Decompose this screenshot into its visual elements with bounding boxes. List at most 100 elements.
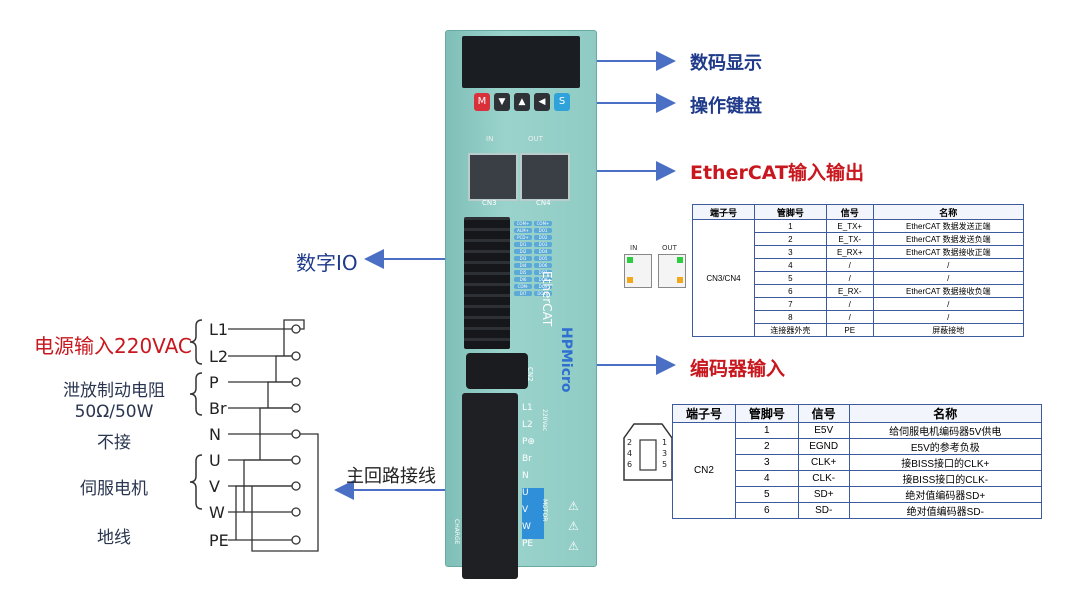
key-left[interactable]: ◀ [534,93,550,111]
port-in-label: IN [486,135,494,143]
table-cell: CLK+ [797,454,850,471]
power-term-label: N [522,471,529,481]
encoder-pin-label: 6 [627,460,633,469]
table-row: 3 CLK+ 接BISS接口的CLK+ [673,454,1043,471]
power-term-label: L2 [522,420,533,430]
table-cell: EtherCAT 数据发送正端 [872,219,1025,233]
cn3-label: CN3 [482,199,497,207]
vac-label: 220Vac [541,409,548,432]
table-header: 信号 [797,404,850,423]
io-label: DO3 [534,242,552,247]
io-connector[interactable] [464,217,510,349]
key-up[interactable]: ▲ [514,93,530,111]
table-cell: EtherCAT 数据发送负端 [872,232,1025,246]
encoder-pin-label: 5 [662,460,668,469]
table-cell: / [825,297,874,311]
table-cell: 屏蔽接地 [872,323,1025,337]
encoder-pin-label: 2 [627,438,633,447]
brace-motor [189,454,203,510]
label-keypad: 操作键盘 [690,96,762,117]
table-cell: 1 [753,219,827,233]
io-label: COM- [514,284,532,289]
key-s[interactable]: S [554,93,570,111]
table-cell: 2 [753,232,827,246]
ethercat-brand: EtherCAT [540,271,554,327]
table-cell: EGND [797,438,850,455]
table-cell: 6 [753,284,827,298]
encoder-pin-label: 4 [627,449,633,458]
label-brake-3: 不接 [97,433,131,453]
table-header: 管脚号 [753,204,827,220]
table-cell: / [825,271,874,285]
table-row: 7 / / [693,297,1025,311]
key-down[interactable]: ▼ [494,93,510,111]
table-row: 5 SD+ 绝对值编码器SD+ [673,486,1043,503]
label-encoder: 编码器输入 [690,358,786,380]
table-cell: / [872,297,1025,311]
rj45-cn3[interactable] [468,153,518,201]
table-cell: 5 [753,271,827,285]
table-cell: 6 [734,502,799,519]
label-ethercat: EtherCAT输入输出 [690,162,864,184]
table-cell: E_TX+ [825,219,874,233]
power-terminal-block[interactable] [462,393,518,579]
table-cell: 接BISS接口的CLK+ [848,454,1043,471]
term-br: Br [209,399,227,418]
term-pe: PE [209,531,229,550]
table-header: 端子号 [672,404,736,423]
table-cell: 2 [734,438,799,455]
power-term-label: Br [522,454,532,464]
rj45-out-label: OUT [662,244,677,252]
brace-brake [189,372,203,416]
io-label: DO8 [534,277,552,282]
label-digital-io: 数字IO [296,251,358,275]
port-out-label: OUT [528,135,543,143]
keypad: M ▼ ▲ ◀ S [474,93,574,113]
term-n: N [209,425,221,444]
term-w: W [209,503,225,522]
brace-power [189,319,203,365]
table-cell: / [872,271,1025,285]
table-cell: / [825,310,874,324]
label-main-circuit: 主回路接线 [346,466,436,487]
table-cell: EtherCAT 数据接收负端 [872,284,1025,298]
servo-drive: M ▼ ▲ ◀ S IN OUT CN3 CN4 COM+ COM+ ALM+ … [445,30,597,579]
rj45-cn4[interactable] [520,153,570,201]
encoder-connector-cn2[interactable] [466,353,528,389]
rj45-pair-icon: IN OUT [622,244,688,290]
table-cell: 连接器外壳 [753,323,827,337]
table-cell: 4 [734,470,799,487]
io-label: DI7 [514,291,532,296]
table-cell: E5V [797,422,850,439]
table-cell: 1 [734,422,799,439]
table-row: 2 E_TX- EtherCAT 数据发送负端 [693,232,1025,246]
io-label: DO7 [534,270,552,275]
term-u: U [209,451,221,470]
table-row: CN3/CN4 1 E_TX+ EtherCAT 数据发送正端 [692,219,1025,337]
cn2-label: CN2 [526,367,534,382]
io-label: DO5 [534,256,552,261]
io-label: DO1 [534,228,552,233]
table-cell: SD+ [797,486,850,503]
table-cell: E_RX- [825,284,874,298]
io-label: DI6 [514,277,532,282]
table-cell: E_TX- [825,232,874,246]
wire-group [228,319,319,552]
io-label: DI2 [514,249,532,254]
io-label: DI4 [514,263,532,268]
table-cell: 5 [734,486,799,503]
table-cell: 3 [734,454,799,471]
io-label: DI5 [514,270,532,275]
io-label: DI1 [514,242,532,247]
label-brake-1: 泄放制动电阻 [63,381,165,401]
io-label: DO9 [534,284,552,289]
table-cell: 4 [753,258,827,272]
encoder-connector-icon [623,423,673,481]
encoder-pin-label: 3 [662,449,668,458]
table-header: 管脚号 [734,404,799,423]
table-row: 连接器外壳 PE 屏蔽接地 [693,323,1025,337]
key-m[interactable]: M [474,93,490,111]
led-display [462,36,580,88]
table-row: CN2 1 E5V 给伺服电机编码器5V供电 [672,422,1043,519]
io-label: COM+ [514,221,532,226]
